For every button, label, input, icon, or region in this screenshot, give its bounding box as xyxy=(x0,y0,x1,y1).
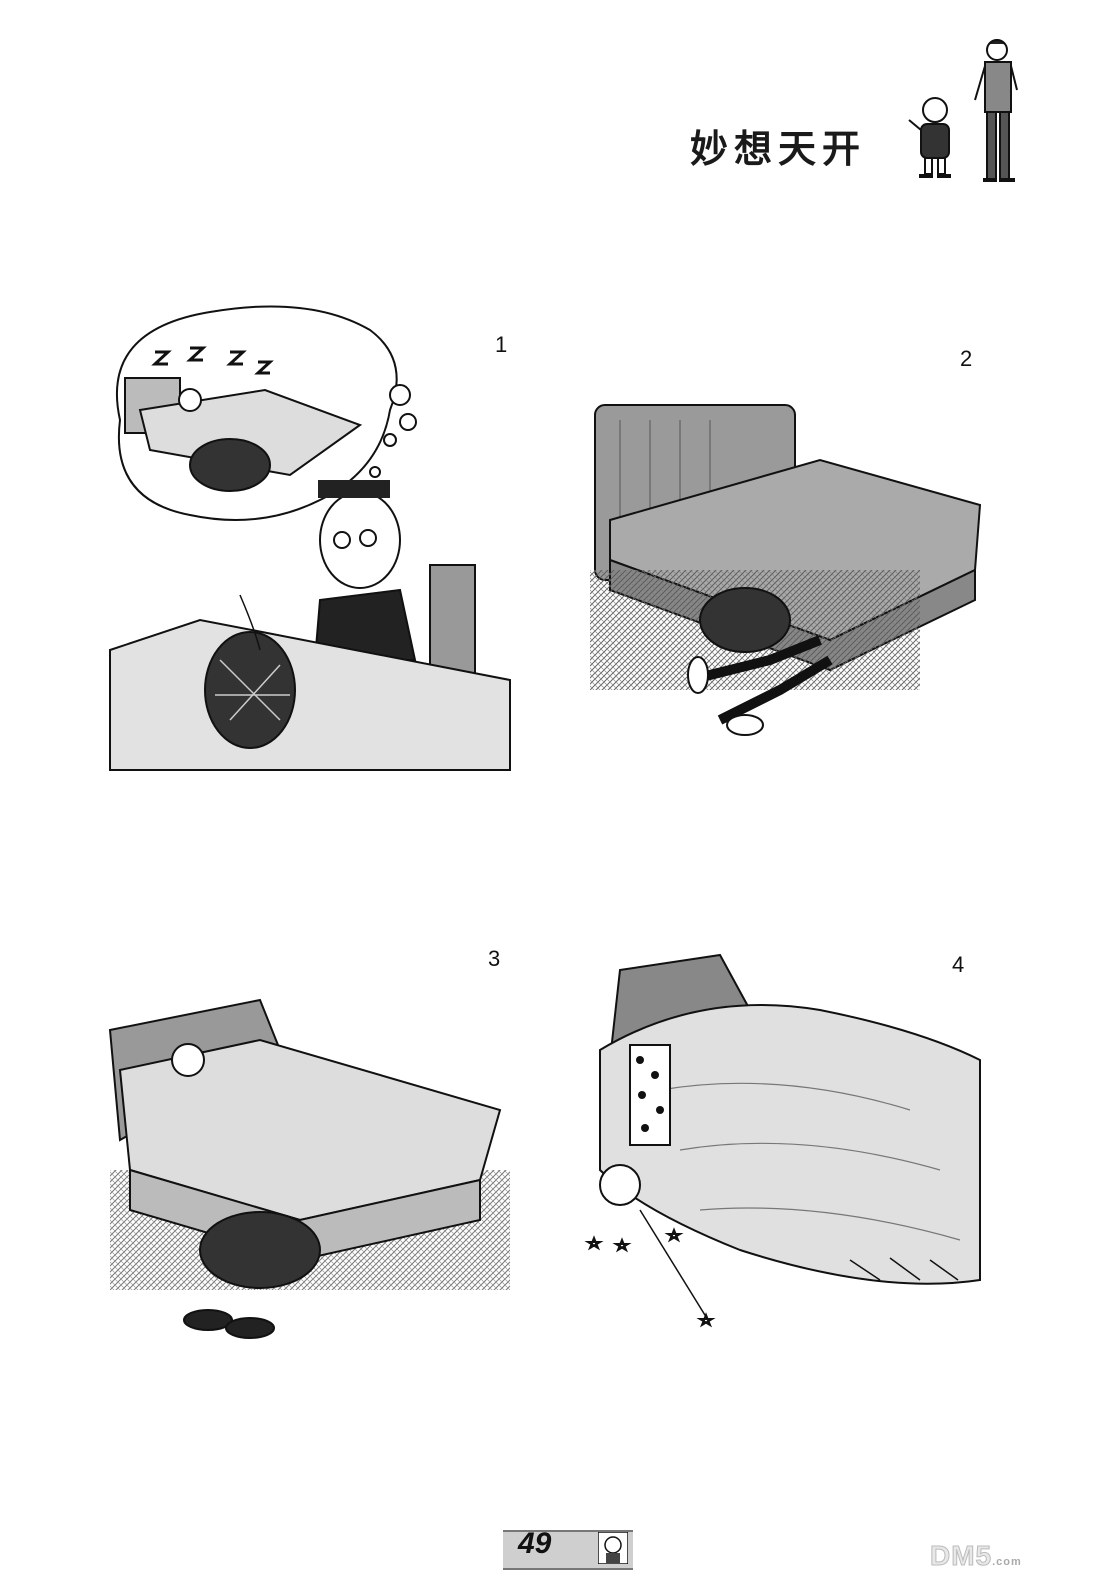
sleep-zzz-icon xyxy=(151,346,274,375)
panel-2-illustration xyxy=(590,404,982,736)
panel-number-4: 4 xyxy=(952,952,965,977)
mascot-characters-illustration xyxy=(908,39,1018,182)
panel-1-illustration xyxy=(109,305,511,771)
panel-3-illustration xyxy=(108,998,510,1339)
panel-number-2: 2 xyxy=(960,346,973,371)
mascot-face-icon xyxy=(598,1532,628,1564)
impact-stars-icon xyxy=(584,1209,716,1328)
comic-panel-1: 1 xyxy=(90,300,520,780)
comic-panel-4: 4 xyxy=(580,950,1000,1350)
comic-panel-3: 3 xyxy=(100,940,520,1350)
dm5-watermark-logo: DM5.com xyxy=(929,1540,1022,1572)
page-number: 49 xyxy=(518,1527,552,1560)
panel-number-3: 3 xyxy=(488,946,501,971)
panel-number-1: 1 xyxy=(495,332,508,357)
panel-4-illustration xyxy=(584,953,981,1328)
page-title: 妙想天开 xyxy=(690,127,867,171)
comic-panel-2: 2 xyxy=(580,340,1000,750)
